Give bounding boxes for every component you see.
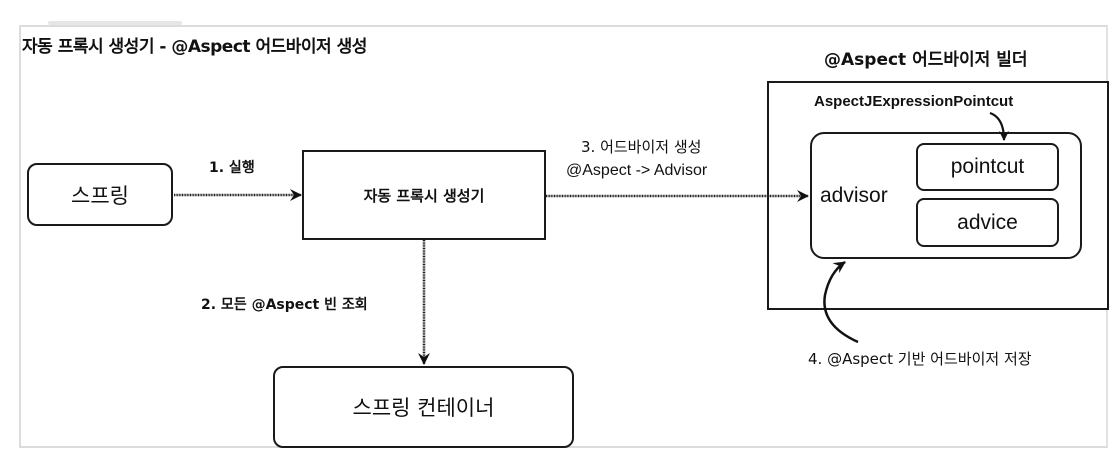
step2-label: 2. 모든 @Aspect 빈 조회 <box>201 297 368 313</box>
pointcut-class-label: AspectJExpressionPointcut <box>814 93 1014 110</box>
spring-container-label: 스프링 컨테이너 <box>352 396 495 420</box>
advice-node: advice <box>916 198 1059 247</box>
step3-label-line2: @Aspect -> Advisor <box>566 162 708 179</box>
pointcut-label: pointcut <box>950 155 1025 178</box>
pointcut-node: pointcut <box>916 143 1059 191</box>
step1-label: 1. 실행 <box>209 160 255 176</box>
advisor-label: advisor <box>820 183 888 207</box>
spring-node: 스프링 <box>27 163 173 226</box>
spring-node-label: 스프링 <box>71 183 129 208</box>
builder-title: @Aspect 어드바이저 빌더 <box>824 50 1028 70</box>
spring-container-node: 스프링 컨테이너 <box>273 366 574 448</box>
auto-proxy-creator-label: 자동 프록시 생성기 <box>363 186 485 205</box>
auto-proxy-creator-node: 자동 프록시 생성기 <box>302 150 546 240</box>
arrow-pointcut-class <box>989 111 1009 141</box>
frame-tab <box>48 21 182 25</box>
step4-label: 4. @Aspect 기반 어드바이저 저장 <box>808 350 1032 368</box>
advice-label: advice <box>957 210 1018 234</box>
arrow-step4 <box>823 260 859 344</box>
step3-label-line1: 3. 어드바이저 생성 <box>581 138 702 156</box>
diagram-title: 자동 프록시 생성기 - @Aspect 어드바이저 생성 <box>22 37 367 57</box>
